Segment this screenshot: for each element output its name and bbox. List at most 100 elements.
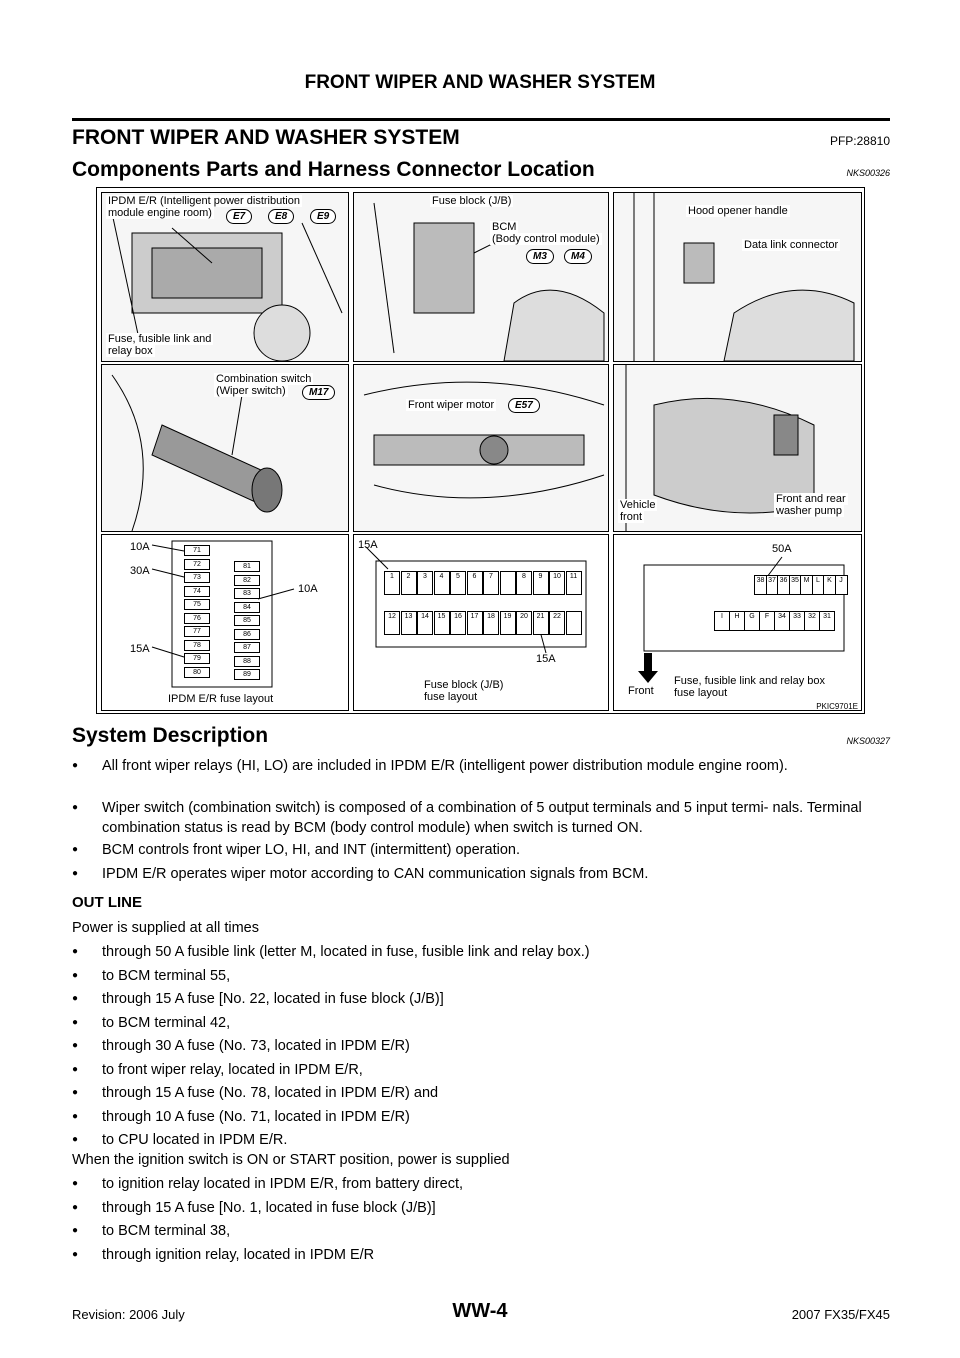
ipdm-fuse-layout-caption: IPDM E/R fuse layout <box>168 693 274 705</box>
fuse-slot: 22 <box>549 611 565 635</box>
fuse-slot: 34 <box>774 611 790 631</box>
fuse-slot: 83 <box>234 588 260 599</box>
fuse-slot: 16 <box>450 611 466 635</box>
bullet-icon: ● <box>72 868 79 879</box>
fuse-slot: 78 <box>184 639 210 651</box>
fuse-slot: 5 <box>450 571 466 595</box>
fuse-slot: 7 <box>483 571 499 595</box>
jb-amp-15a-top: 15A <box>358 539 378 551</box>
panel-washer-pump: Vehicle front Front and rear washer pump <box>613 364 862 532</box>
page-header: FRONT WIPER AND WASHER SYSTEM <box>304 72 656 93</box>
washer-pump-label-2: washer pump <box>774 505 845 517</box>
components-title: Components Parts and Harness Connector L… <box>72 158 595 181</box>
components-code: NKS00326 <box>846 168 890 178</box>
fuse-slot <box>499 571 516 595</box>
combination-switch-illustration <box>111 374 283 531</box>
fuse-slot: H <box>729 611 745 631</box>
fuse-slot: J <box>834 575 848 595</box>
ignition-intro: When the ignition switch is ON or START … <box>72 1152 510 1168</box>
fuse-slot: 31 <box>819 611 835 631</box>
bullet-icon: ● <box>72 1178 79 1189</box>
bullet-icon: ● <box>72 1225 79 1236</box>
bullet-icon: ● <box>72 802 79 813</box>
panel-wiper-motor: Front wiper motor E57 <box>353 364 609 532</box>
fuse-slot: 82 <box>234 574 260 586</box>
relay-box-amp-50a: 50A <box>772 543 792 555</box>
engine-room-illustration <box>111 212 343 361</box>
fuse-slot: G <box>744 611 760 631</box>
fuse-slot: 84 <box>234 601 260 613</box>
fuse-slot: 3 <box>417 571 433 595</box>
relay-box-caption-2: fuse layout <box>674 687 728 699</box>
fuse-slot: 80 <box>184 666 210 678</box>
fuse-slot: 33 <box>789 611 805 631</box>
bullet-icon: ● <box>72 1110 79 1122</box>
fuse-slot: 4 <box>433 571 450 595</box>
fuse-slot: I <box>714 611 730 631</box>
connector-e8: E8 <box>268 209 295 224</box>
fuse-box-label-1: Fuse, fusible link and <box>106 333 214 345</box>
fuse-slot: 20 <box>516 611 532 635</box>
ipdm-amp-15a: 15A <box>130 643 150 655</box>
fuse-slot: 2 <box>400 571 417 595</box>
panel-hood-opener: Hood opener handle Data link connector <box>613 192 862 362</box>
panel-engine-room: IPDM E/R (Intelligent power distribution… <box>101 192 349 362</box>
fuse-slot: 11 <box>565 571 582 595</box>
ipdm-amp-30a: 30A <box>130 565 150 577</box>
fuse-slot: 9 <box>532 571 549 595</box>
bullet-icon: ● <box>72 946 79 957</box>
fuse-slot: 88 <box>234 655 260 667</box>
hood-opener-label: Hood opener handle <box>686 205 790 217</box>
outline-intro: Power is supplied at all times <box>72 920 259 936</box>
bullet-icon: ● <box>72 1087 79 1098</box>
ipdm-label-2: module engine room) <box>106 207 214 219</box>
connector-m4: M4 <box>564 249 592 264</box>
fuse-slot: 77 <box>184 626 210 637</box>
fuse-slot: 18 <box>483 611 499 635</box>
front-arrow-label: Front <box>628 685 654 697</box>
fuse-slot: 89 <box>234 669 260 680</box>
fuse-slot: 73 <box>184 572 210 583</box>
wiper-motor-label: Front wiper motor <box>406 399 497 411</box>
fuse-slot: 75 <box>184 599 210 610</box>
fuse-slot: F <box>759 611 775 631</box>
fuse-slot: 13 <box>400 611 417 635</box>
washer-pump-label-1: Front and rear <box>774 493 848 505</box>
fuse-slot: 8 <box>516 571 532 595</box>
fuse-slot: 15 <box>433 611 450 635</box>
fuse-slot: 6 <box>466 571 483 595</box>
ipdm-label-1: IPDM E/R (Intelligent power distribution <box>106 195 302 207</box>
connector-m17: M17 <box>302 385 336 400</box>
wiper-motor-illustration <box>363 381 605 499</box>
fuse-block-label: Fuse block (J/B) <box>430 195 514 207</box>
combination-switch-label: Combination switch <box>214 373 314 385</box>
revision-date: Revision: 2006 July <box>72 1307 185 1322</box>
system-bullet-1: ●All front wiper relays (HI, LO) are inc… <box>72 758 788 774</box>
bullet-icon: ● <box>72 1134 79 1145</box>
main-title: FRONT WIPER AND WASHER SYSTEM <box>72 126 460 149</box>
vehicle-label: Vehicle <box>618 499 658 511</box>
panel-bcm: Fuse block (J/B) BCM (Body control modul… <box>353 192 609 362</box>
outline-title: OUT LINE <box>72 894 142 911</box>
fuse-slot: 76 <box>184 612 210 624</box>
fuse-box-label-2: relay box <box>106 345 155 357</box>
bullet-icon: ● <box>72 844 79 855</box>
system-description-code: NKS00327 <box>846 736 890 746</box>
bullet-icon: ● <box>72 1063 79 1075</box>
connector-e57: E57 <box>508 398 540 413</box>
system-bullet-4: ●IPDM E/R operates wiper motor according… <box>72 866 649 882</box>
panel-combination-switch: Combination switch (Wiper switch) M17 <box>101 364 349 532</box>
system-bullet-2: ●Wiper switch (combination switch) is co… <box>72 800 862 836</box>
connector-e9: E9 <box>310 209 337 224</box>
fuse-slot: 85 <box>234 615 260 626</box>
bullet-icon: ● <box>72 993 79 1004</box>
fuse-slot: 19 <box>499 611 516 635</box>
fuse-slot: 10 <box>549 571 565 595</box>
bcm-illustration <box>373 202 605 361</box>
ipdm-amp-10a-top: 10A <box>130 541 150 553</box>
fuse-slot: 72 <box>184 558 210 570</box>
data-link-connector-label: Data link connector <box>742 239 841 251</box>
bullet-icon: ● <box>72 969 79 981</box>
